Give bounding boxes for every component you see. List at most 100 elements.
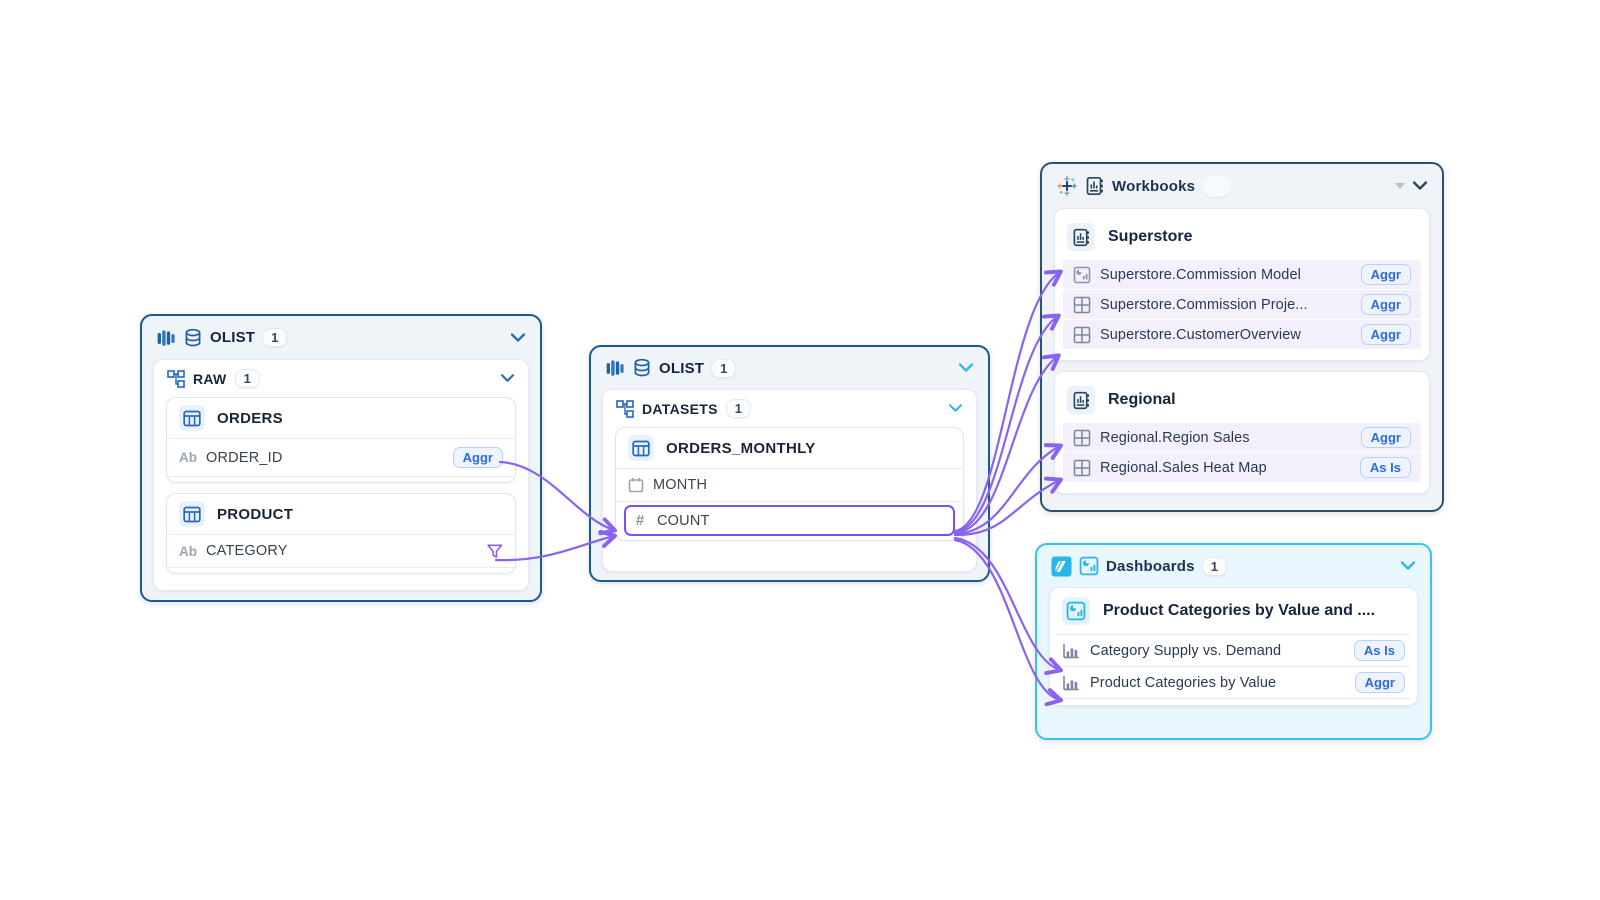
- sheet-name: Regional.Sales Heat Map: [1100, 459, 1267, 476]
- table-node-orders-monthly[interactable]: ORDERS_MONTHLY MONTH # COUN: [615, 427, 964, 541]
- source-node-olist-raw[interactable]: OLIST 1 RAW 1: [140, 314, 542, 602]
- workbook-group-regional[interactable]: Regional Regional.Region Sales Aggr Regi…: [1054, 371, 1430, 494]
- dashboard-item-product-categories[interactable]: Product Categories by Value Aggr: [1050, 667, 1417, 698]
- worksheet-icon: [1073, 296, 1091, 313]
- worksheet-icon: [1073, 429, 1091, 446]
- datasets-count-badge: 1: [725, 399, 752, 418]
- sheet-name: Superstore.Commission Model: [1100, 266, 1301, 283]
- database-icon: [634, 358, 650, 377]
- datasets-title: DATASETS: [642, 400, 718, 417]
- tableau-logo-icon: [1057, 176, 1077, 196]
- dataset-node-header[interactable]: OLIST 1: [591, 347, 988, 389]
- connector-logo-icon: [157, 329, 175, 346]
- raw-schema-title: RAW: [193, 370, 227, 387]
- sheet-row-commission-model[interactable]: Superstore.Commission Model Aggr: [1063, 260, 1421, 289]
- worksheet-icon: [1073, 459, 1091, 476]
- bar-chart-icon: [1063, 676, 1079, 691]
- table-icon: [628, 435, 654, 461]
- sheet-name: Regional.Region Sales: [1100, 429, 1250, 446]
- dashboards-app-logo-icon: [1051, 556, 1072, 576]
- table-node-product[interactable]: PRODUCT Ab CATEGORY: [166, 493, 516, 574]
- field-name: ORDER_ID: [206, 449, 283, 466]
- datasets-card: DATASETS 1: [602, 389, 977, 572]
- workbook-group-title: Superstore: [1108, 228, 1193, 245]
- sheet-row-commission-projection[interactable]: Superstore.Commission Proje... Aggr: [1063, 290, 1421, 319]
- source-node-header[interactable]: OLIST 1: [142, 316, 540, 359]
- datasets-header[interactable]: DATASETS 1: [603, 390, 976, 423]
- chevron-down-icon[interactable]: [948, 403, 963, 414]
- dashboard-icon: [1073, 266, 1091, 283]
- workbook-group-superstore[interactable]: Superstore Superstore.Commission Model A…: [1054, 208, 1430, 361]
- number-type-icon: #: [635, 512, 645, 529]
- chevron-down-icon[interactable]: [958, 362, 974, 374]
- dashboards-header[interactable]: Dashboards 1: [1037, 545, 1430, 587]
- dashboards-node[interactable]: Dashboards 1 Product Categories by: [1035, 543, 1432, 740]
- aggregation-badge[interactable]: Aggr: [1360, 427, 1411, 448]
- field-row-category[interactable]: Ab CATEGORY: [167, 535, 515, 567]
- schema-icon: [167, 369, 185, 388]
- dashboard-group-card[interactable]: Product Categories by Value and .... Cat…: [1049, 587, 1418, 706]
- text-type-icon: Ab: [179, 450, 197, 465]
- chevron-down-icon[interactable]: [500, 373, 515, 384]
- workbook-group-title: Regional: [1108, 391, 1176, 408]
- field-row-month[interactable]: MONTH: [616, 469, 963, 501]
- table-name: PRODUCT: [217, 505, 294, 523]
- workbooks-node[interactable]: Workbooks: [1040, 162, 1444, 512]
- sheet-row-sales-heat-map[interactable]: Regional.Sales Heat Map As Is: [1063, 453, 1421, 482]
- sheet-row-customer-overview[interactable]: Superstore.CustomerOverview Aggr: [1063, 320, 1421, 349]
- aggregation-badge[interactable]: Aggr: [1354, 672, 1405, 693]
- schema-icon: [616, 399, 634, 418]
- database-icon: [185, 328, 201, 346]
- field-row-count-selected[interactable]: # COUNT: [624, 505, 955, 536]
- text-type-icon: Ab: [179, 543, 197, 559]
- dashboard-icon: [1079, 556, 1099, 576]
- workbooks-count-badge: [1202, 175, 1233, 197]
- workbook-icon: [1086, 176, 1103, 196]
- workbook-icon: [1067, 386, 1095, 414]
- dashboards-count-badge: 1: [1201, 556, 1227, 576]
- dashboard-item-name: Product Categories by Value: [1090, 674, 1277, 691]
- dataset-node-olist[interactable]: OLIST 1 DATASETS 1: [589, 345, 990, 582]
- aggregation-badge[interactable]: As Is: [1359, 457, 1411, 478]
- raw-schema-count-badge: 1: [234, 369, 260, 388]
- workbooks-title: Workbooks: [1112, 177, 1196, 195]
- dashboards-title: Dashboards: [1106, 557, 1195, 575]
- field-name: CATEGORY: [206, 543, 288, 559]
- filter-icon[interactable]: [487, 544, 503, 559]
- sheet-name: Superstore.CustomerOverview: [1100, 326, 1301, 343]
- calendar-icon: [628, 478, 644, 493]
- as-is-badge[interactable]: As Is: [1353, 640, 1405, 661]
- aggregation-badge[interactable]: Aggr: [1360, 264, 1411, 285]
- aggregation-badge[interactable]: Aggr: [1360, 294, 1411, 315]
- source-node-count-badge: 1: [262, 328, 288, 347]
- table-icon: [179, 405, 205, 431]
- workbooks-header[interactable]: Workbooks: [1042, 164, 1442, 208]
- resize-triangle-icon: [1395, 183, 1405, 189]
- raw-schema-card: RAW 1: [153, 359, 529, 591]
- dataset-node-title: OLIST: [659, 359, 705, 377]
- dashboard-item-category-supply[interactable]: Category Supply vs. Demand As Is: [1050, 635, 1417, 666]
- chevron-down-icon[interactable]: [510, 332, 526, 344]
- chevron-down-icon[interactable]: [1400, 560, 1416, 572]
- field-name: COUNT: [657, 512, 710, 529]
- source-node-title: OLIST: [210, 329, 256, 346]
- worksheet-icon: [1073, 326, 1091, 343]
- connector-logo-icon: [606, 360, 624, 376]
- aggregation-badge[interactable]: Aggr: [452, 447, 503, 468]
- chevron-down-icon[interactable]: [1412, 180, 1428, 192]
- sheet-row-region-sales[interactable]: Regional.Region Sales Aggr: [1063, 423, 1421, 452]
- aggregation-badge[interactable]: Aggr: [1360, 324, 1411, 345]
- raw-schema-header[interactable]: RAW 1: [154, 360, 528, 393]
- dashboard-icon: [1062, 597, 1090, 625]
- dashboard-item-name: Category Supply vs. Demand: [1090, 642, 1282, 659]
- table-icon: [179, 501, 205, 527]
- field-name: MONTH: [653, 477, 708, 493]
- table-name: ORDERS: [217, 409, 283, 427]
- dashboard-group-title: Product Categories by Value and ....: [1103, 602, 1376, 619]
- table-node-orders[interactable]: ORDERS Ab ORDER_ID Aggr: [166, 397, 516, 483]
- table-name: ORDERS_MONTHLY: [666, 439, 816, 457]
- sheet-name: Superstore.Commission Proje...: [1100, 296, 1308, 313]
- bar-chart-icon: [1063, 644, 1079, 659]
- field-row-order-id[interactable]: Ab ORDER_ID Aggr: [167, 439, 515, 476]
